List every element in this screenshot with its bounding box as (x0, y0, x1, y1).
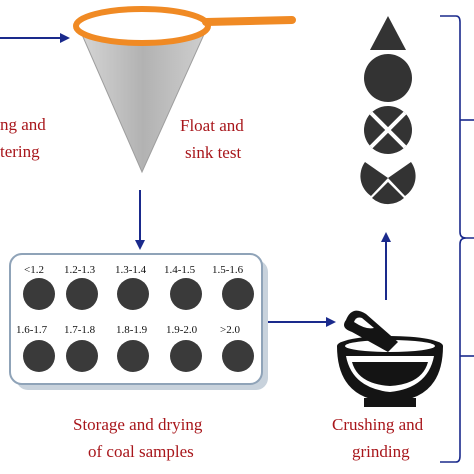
density-label: 1.2-1.3 (64, 264, 96, 276)
sample-dots-row2 (23, 340, 254, 372)
sample-dots-row1 (23, 278, 254, 310)
particle-shapes-icon (360, 16, 416, 205)
crushed-particle-shape (364, 106, 412, 154)
triangle-particle-shape (370, 16, 406, 50)
sample-dot (170, 340, 202, 372)
float-sink-label-line2: sink test (185, 143, 241, 162)
sample-dot (66, 278, 98, 310)
sample-dot (117, 278, 149, 310)
density-labels-row1: <1.2 1.2-1.3 1.3-1.4 1.4-1.5 1.5-1.6 (24, 264, 244, 276)
sample-dot (23, 340, 55, 372)
storage-label-line2: of coal samples (88, 442, 194, 461)
screening-label-line1: ng and (0, 115, 46, 134)
density-label: 1.3-1.4 (115, 264, 147, 276)
density-label: 1.6-1.7 (16, 324, 48, 336)
grouping-bracket (440, 15, 474, 463)
sample-dot (170, 278, 202, 310)
screening-label-line2: tering (0, 142, 40, 161)
crushing-label-line1: Crushing and (332, 415, 424, 434)
density-label: >2.0 (220, 324, 240, 336)
density-label: 1.4-1.5 (164, 264, 196, 276)
sample-dot (23, 278, 55, 310)
density-label: 1.5-1.6 (212, 264, 244, 276)
crushing-label-line2: grinding (352, 442, 410, 461)
sample-dot (222, 278, 254, 310)
float-sink-label-line1: Float and (180, 116, 244, 135)
sample-dot (222, 340, 254, 372)
round-particle-shape (364, 54, 412, 102)
density-label: 1.8-1.9 (116, 324, 148, 336)
sample-dot (117, 340, 149, 372)
strainer-icon (73, 6, 296, 174)
sample-dot (66, 340, 98, 372)
split-particle-shape (360, 162, 416, 205)
density-label: <1.2 (24, 264, 44, 276)
density-label: 1.9-2.0 (166, 324, 198, 336)
storage-label-line1: Storage and drying (73, 415, 203, 434)
density-label: 1.7-1.8 (64, 324, 96, 336)
density-labels-row2: 1.6-1.7 1.7-1.8 1.8-1.9 1.9-2.0 >2.0 (16, 324, 240, 336)
mortar-pestle-icon (337, 310, 443, 407)
